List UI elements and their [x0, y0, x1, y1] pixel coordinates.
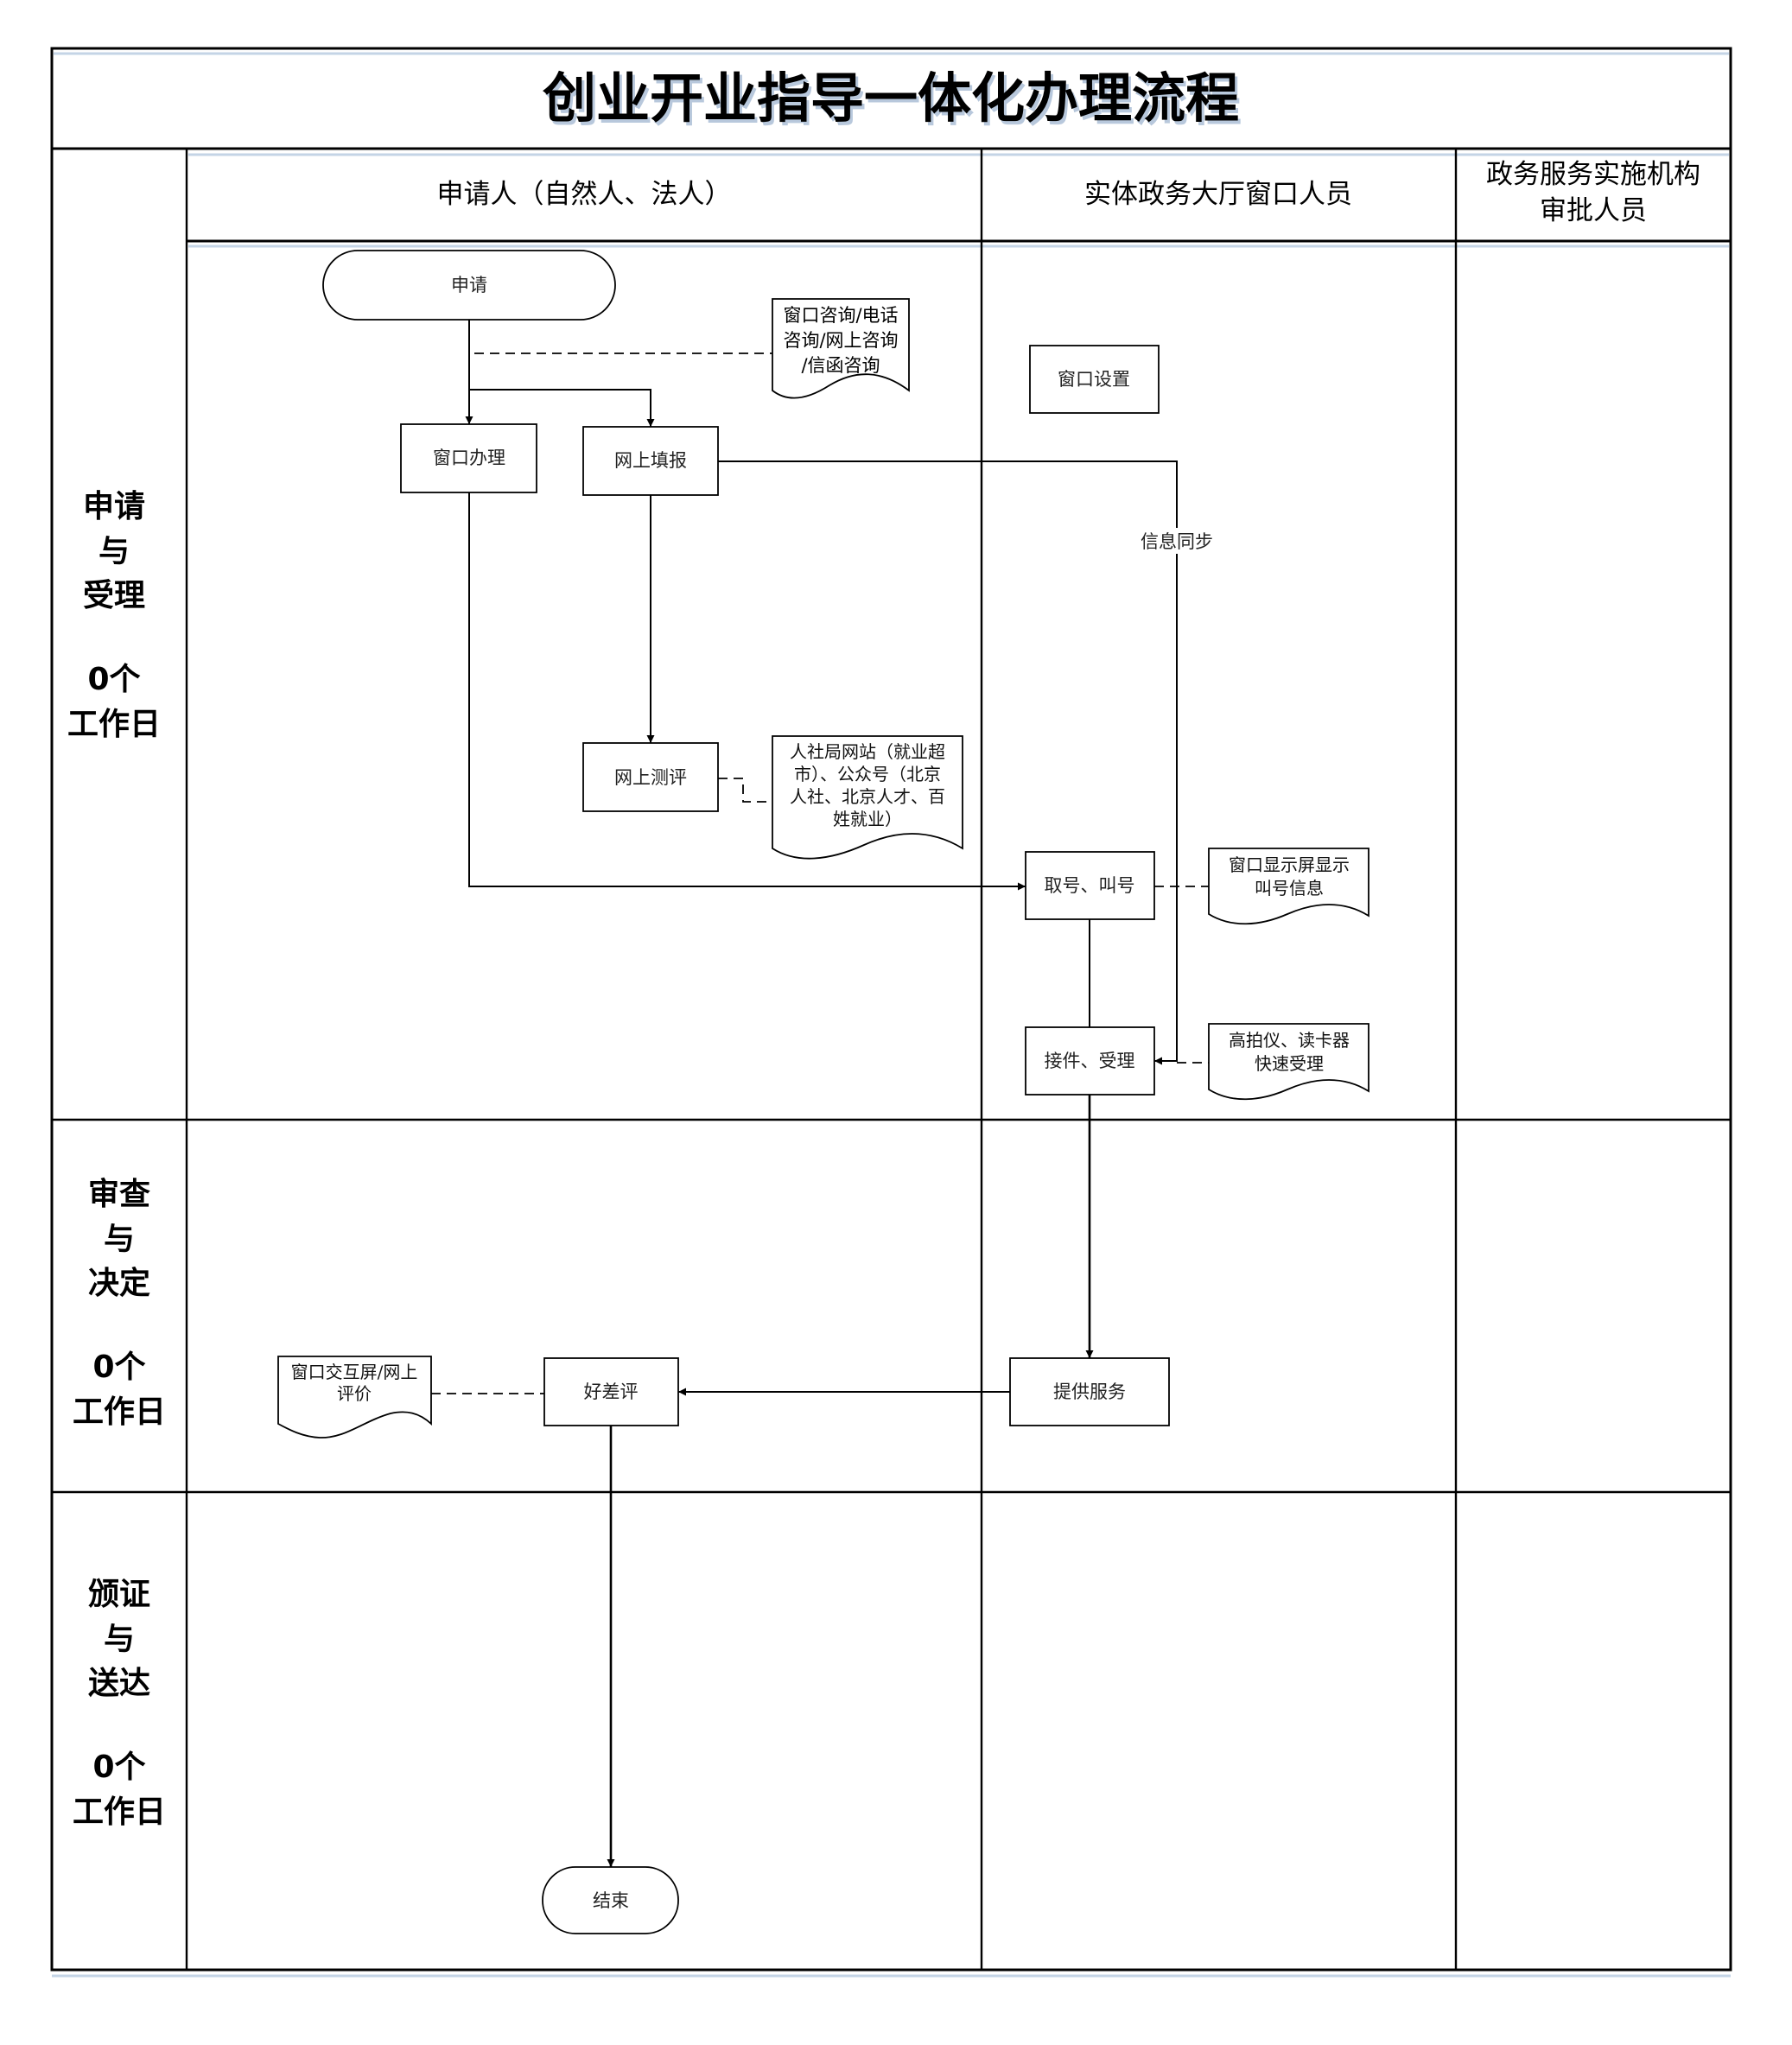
stage-label-review: 审查 与 决定 0个 工作日: [73, 1177, 166, 1430]
stage-line: 受理: [83, 578, 145, 613]
node-start[interactable]: 申请: [322, 250, 616, 321]
terminator-shape[interactable]: [542, 1866, 679, 1934]
node-take-number[interactable]: 取号、叫号: [1025, 851, 1155, 920]
node-label: 取号、叫号: [1045, 875, 1135, 896]
doc-line: 窗口咨询/电话: [783, 305, 898, 326]
doc-line: /信函咨询: [801, 355, 880, 376]
doc-line: 叫号信息: [1255, 878, 1324, 899]
doc-line: 人社局网站（就业超: [790, 741, 945, 762]
doc-feedback[interactable]: 窗口交互屏/网上 评价: [277, 1356, 432, 1438]
doc-scanner[interactable]: 高拍仪、读卡器 快速受理: [1208, 1023, 1369, 1101]
lane-header-approver-line2: 审批人员: [1540, 195, 1647, 226]
stage-line: 申请: [83, 489, 145, 524]
node-provide-service[interactable]: 提供服务: [1009, 1357, 1170, 1426]
stage-line: 工作日: [67, 707, 161, 742]
doc-line: 窗口显示屏显示: [1229, 854, 1350, 875]
doc-line: 高拍仪、读卡器: [1229, 1030, 1350, 1051]
node-label: 窗口设置: [1058, 369, 1130, 390]
document-shape[interactable]: [1208, 1023, 1369, 1101]
document-shape[interactable]: [277, 1356, 432, 1438]
process-shape[interactable]: [543, 1357, 679, 1426]
node-label: 窗口办理: [433, 448, 505, 468]
page-title: 创业开业指导一体化办理流程: [543, 67, 1239, 130]
node-label: 网上填报: [614, 450, 687, 471]
process-shape[interactable]: [582, 742, 719, 812]
doc-line: 窗口交互屏/网上: [291, 1362, 418, 1382]
doc-line: 咨询/网上咨询: [783, 330, 898, 351]
stage-line: 工作日: [73, 1394, 166, 1430]
swimlane-grid: [50, 47, 1732, 1978]
node-label: 结束: [593, 1890, 629, 1911]
doc-line: 评价: [337, 1383, 372, 1404]
info-sync-label: 信息同步: [1141, 531, 1213, 552]
node-online-eval[interactable]: 网上测评: [582, 742, 719, 812]
page-title-shadow: 创业开业指导一体化办理流程: [545, 70, 1242, 133]
node-window-setup[interactable]: 窗口设置: [1029, 345, 1160, 414]
stage-line: 与: [98, 534, 130, 569]
stage-line: 审查: [88, 1177, 150, 1212]
lane-header-hall-staff: 实体政务大厅窗口人员: [1084, 179, 1352, 210]
node-rating[interactable]: 好差评: [543, 1357, 679, 1426]
connectors: [431, 320, 1209, 1867]
process-shape[interactable]: [1025, 1026, 1155, 1096]
stage-line: 与: [104, 1622, 135, 1657]
node-receive[interactable]: 接件、受理: [1025, 1026, 1155, 1096]
node-label: 网上测评: [614, 767, 687, 788]
doc-line: 市）、公众号（北京: [794, 764, 941, 784]
process-shape[interactable]: [1029, 345, 1160, 414]
outer-border: [50, 47, 1732, 1972]
terminator-shape[interactable]: [322, 250, 616, 321]
lane-header-applicant: 申请人（自然人、法人）: [437, 179, 732, 210]
stage-workdays: 0个: [87, 662, 140, 697]
stage-workdays: 0个: [92, 1750, 145, 1785]
edge-window-handle-to-take-number: [468, 492, 1026, 891]
info-sync-label-bg: [1137, 528, 1217, 554]
node-online-fill[interactable]: 网上填报: [582, 426, 719, 496]
doc-display[interactable]: 窗口显示屏显示 叫号信息: [1208, 848, 1369, 925]
node-end[interactable]: 结束: [542, 1866, 679, 1934]
stage-line: 颁证: [88, 1577, 150, 1612]
stage-line: 送达: [88, 1666, 150, 1701]
doc-line: 快速受理: [1255, 1053, 1324, 1074]
edge-info-sync: [718, 460, 1178, 1065]
edge-websites-annotation: [718, 778, 772, 803]
doc-websites[interactable]: 人社局网站（就业超 市）、公众号（北京 人社、北京人才、百 姓就业）: [772, 735, 963, 860]
stage-label-delivery: 颁证 与 送达 0个 工作日: [73, 1577, 166, 1830]
process-shape[interactable]: [582, 426, 719, 496]
doc-line: 人社、北京人才、百: [790, 786, 945, 807]
stage-workdays: 0个: [92, 1350, 145, 1385]
node-label: 好差评: [584, 1381, 639, 1402]
stage-label-application: 申请 与 受理 0个 工作日: [67, 489, 161, 742]
process-shape[interactable]: [1025, 851, 1155, 920]
doc-consult[interactable]: 窗口咨询/电话 咨询/网上咨询 /信函咨询: [772, 298, 910, 399]
document-shape[interactable]: [1208, 848, 1369, 925]
lane-header-approver-line1: 政务服务实施机构: [1486, 159, 1700, 190]
process-shape[interactable]: [1009, 1357, 1170, 1426]
document-shape[interactable]: [772, 298, 910, 399]
node-label: 接件、受理: [1045, 1051, 1135, 1071]
node-label: 提供服务: [1053, 1381, 1126, 1402]
edge-start-to-online-fill: [469, 389, 655, 427]
process-shape[interactable]: [400, 423, 537, 493]
document-shape[interactable]: [772, 735, 963, 860]
stage-line: 与: [104, 1222, 135, 1257]
stage-line: 决定: [88, 1266, 150, 1301]
doc-line: 姓就业）: [833, 809, 902, 829]
node-label: 申请: [451, 275, 487, 295]
stage-line: 工作日: [73, 1794, 166, 1830]
node-window-handle[interactable]: 窗口办理: [400, 423, 537, 493]
